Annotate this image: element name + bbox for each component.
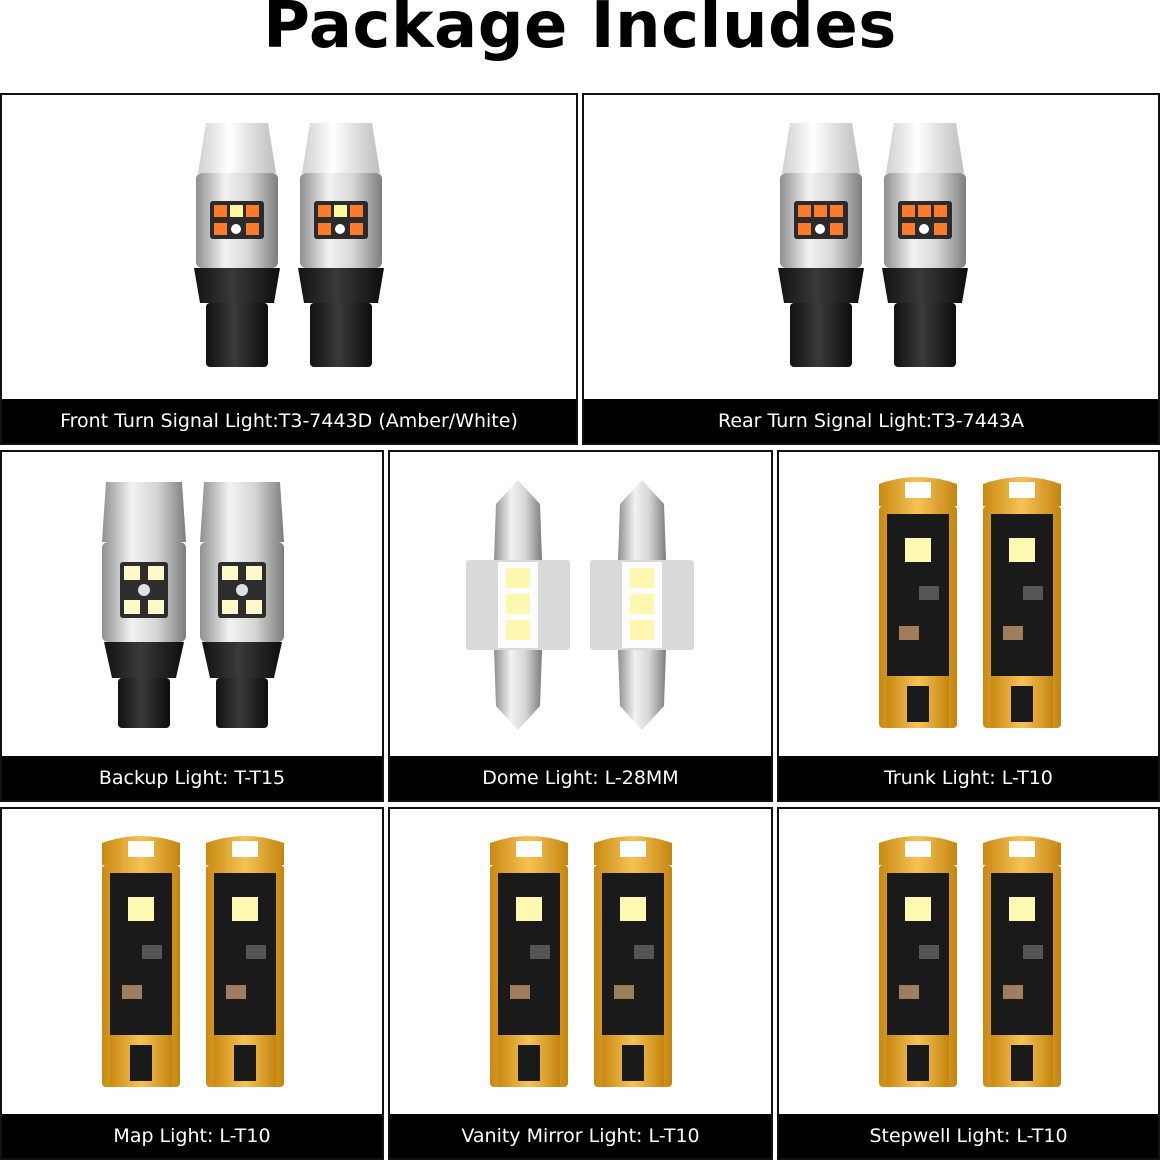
product-image (2, 95, 576, 399)
product-card-front-turn-signal: Front Turn Signal Light:T3-7443D (Amber/… (0, 93, 578, 445)
product-card-dome-light: Dome Light: L-28MM (388, 450, 773, 802)
page-title: Package Includes (263, 0, 897, 63)
festoon-dome-bulb-icon (462, 480, 574, 730)
product-caption: Map Light: L-T10 (2, 1114, 382, 1158)
product-image (2, 809, 382, 1114)
product-card-vanity-mirror-light: Vanity Mirror Light: L-T10 (388, 807, 773, 1160)
t3-7443-amber-bulb-icon (880, 123, 970, 367)
t10-wedge-bulb-icon (588, 835, 678, 1087)
t10-wedge-bulb-icon (484, 835, 574, 1087)
product-image (779, 809, 1158, 1114)
t3-7443-amber-white-bulb-icon (296, 123, 386, 367)
product-caption: Vanity Mirror Light: L-T10 (390, 1114, 771, 1158)
product-card-backup-light: Backup Light: T-T15 (0, 450, 384, 802)
product-caption: Trunk Light: L-T10 (779, 756, 1158, 800)
product-card-rear-turn-signal: Rear Turn Signal Light:T3-7443A (582, 93, 1160, 445)
product-card-stepwell-light: Stepwell Light: L-T10 (777, 807, 1160, 1160)
product-card-map-light: Map Light: L-T10 (0, 807, 384, 1160)
t15-backup-bulb-icon (100, 482, 188, 728)
t10-wedge-bulb-icon (977, 835, 1067, 1087)
product-image (779, 452, 1158, 756)
product-caption: Dome Light: L-28MM (390, 756, 771, 800)
t10-wedge-bulb-icon (200, 835, 290, 1087)
product-image (584, 95, 1158, 399)
festoon-dome-bulb-icon (586, 480, 698, 730)
t10-wedge-bulb-icon (96, 835, 186, 1087)
t10-wedge-bulb-icon (977, 476, 1067, 728)
product-caption: Stepwell Light: L-T10 (779, 1114, 1158, 1158)
product-caption: Backup Light: T-T15 (2, 756, 382, 800)
product-image (390, 452, 771, 756)
product-card-trunk-light: Trunk Light: L-T10 (777, 450, 1160, 802)
t10-wedge-bulb-icon (873, 835, 963, 1087)
product-image (390, 809, 771, 1114)
t10-wedge-bulb-icon (873, 476, 963, 728)
product-image (2, 452, 382, 756)
t15-backup-bulb-icon (198, 482, 286, 728)
t3-7443-amber-bulb-icon (776, 123, 866, 367)
product-caption: Front Turn Signal Light:T3-7443D (Amber/… (2, 399, 576, 443)
t3-7443-amber-white-bulb-icon (192, 123, 282, 367)
product-caption: Rear Turn Signal Light:T3-7443A (584, 399, 1158, 443)
